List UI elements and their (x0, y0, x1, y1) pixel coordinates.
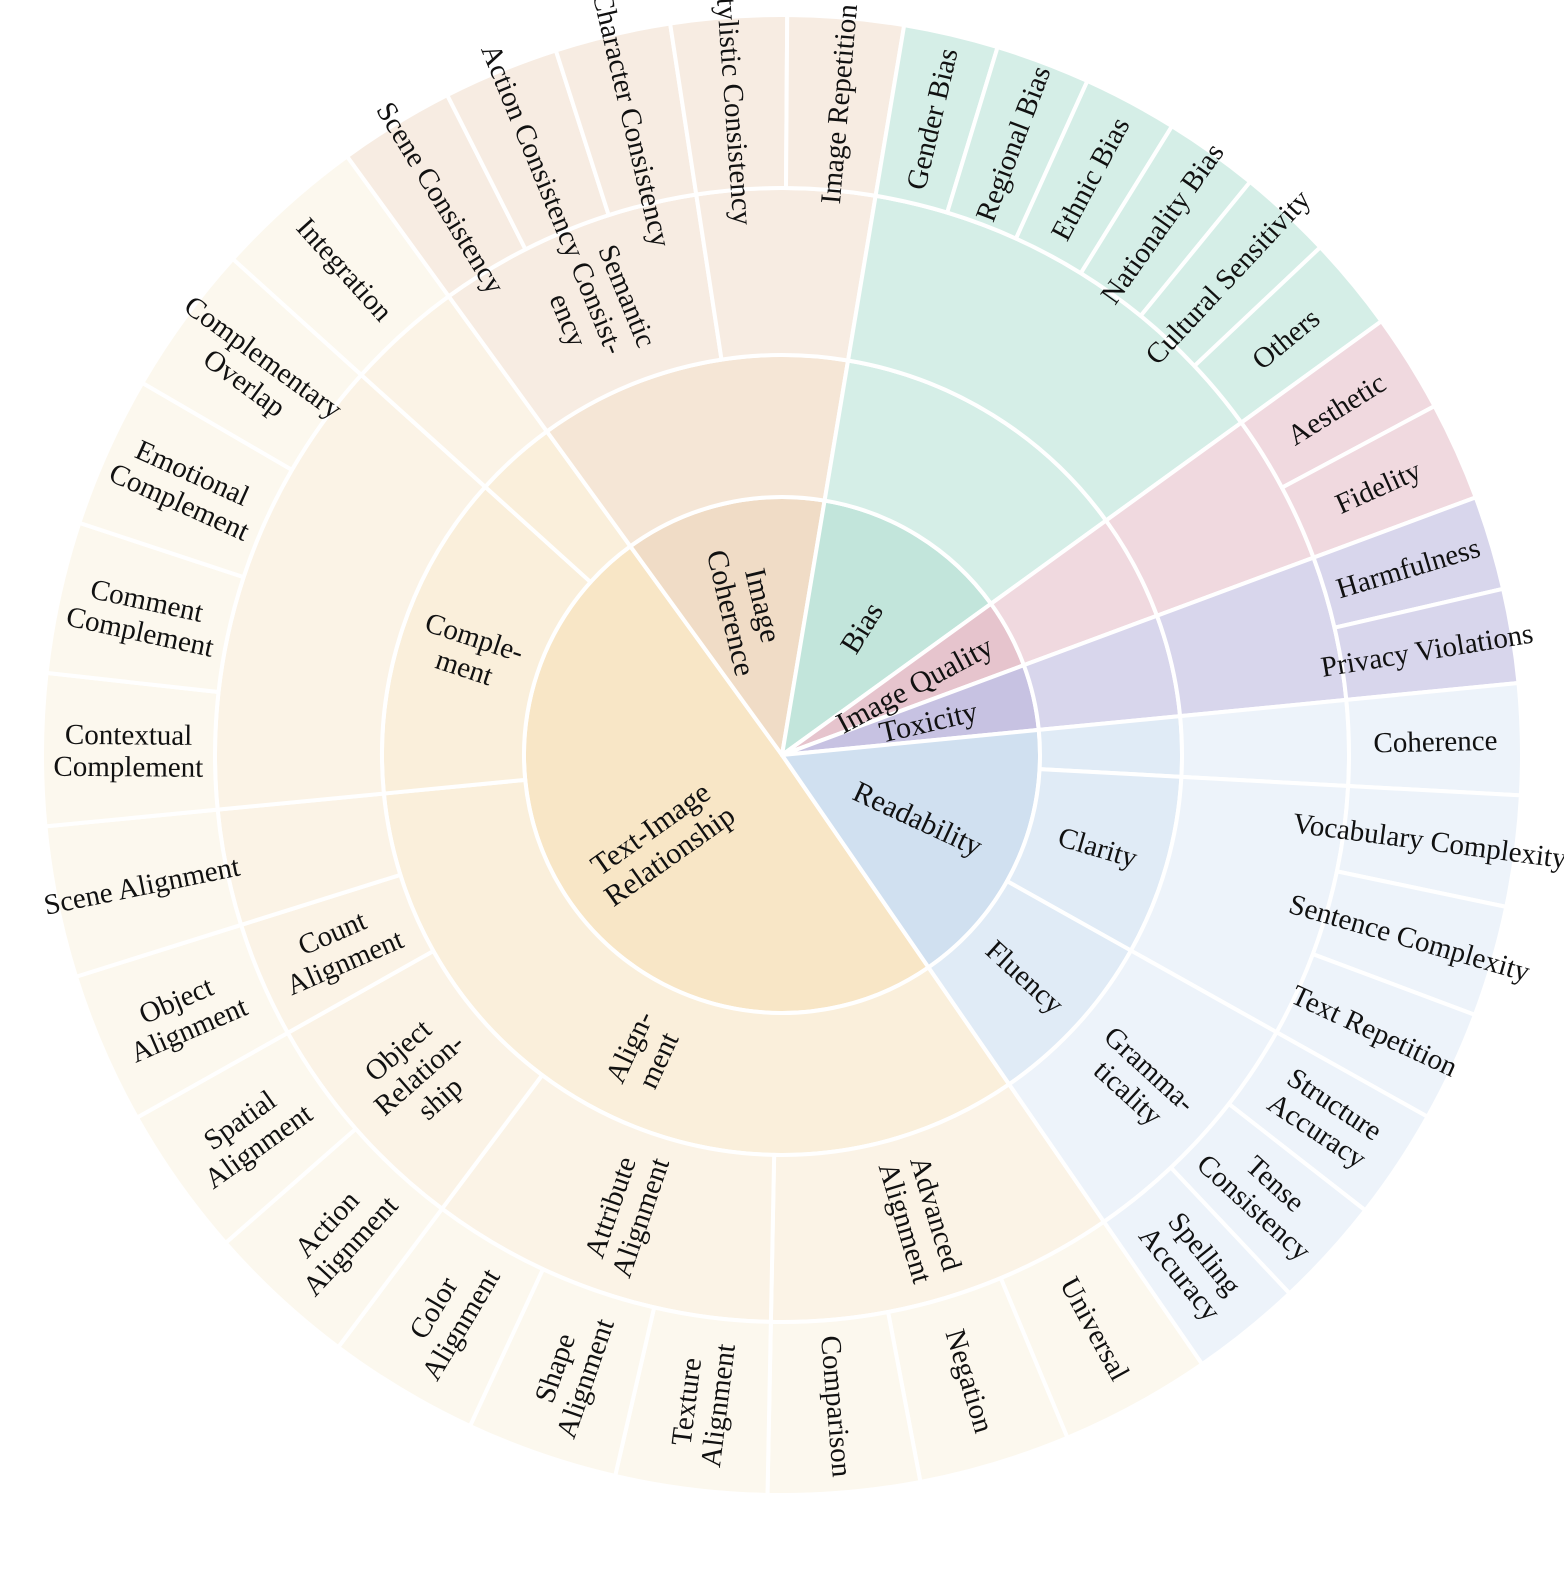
label-line: Contextual (65, 719, 192, 752)
segment-unlabeled (1178, 697, 1351, 788)
segment-unlabeled (694, 186, 878, 363)
label-spelling-accuracy: SpellingAccuracy (1132, 1201, 1252, 1328)
segment-spelling-accuracy (1101, 1165, 1292, 1367)
label-texture-alignment: TextureAlignment (663, 1338, 742, 1469)
label-line: Complement (53, 751, 203, 784)
label-shape-alignment: ShapeAlignment (520, 1304, 621, 1442)
label-coherence: Coherence (1373, 725, 1498, 760)
sunburst-rings (40, 13, 1524, 1497)
label-line: Coherence (1373, 725, 1498, 760)
